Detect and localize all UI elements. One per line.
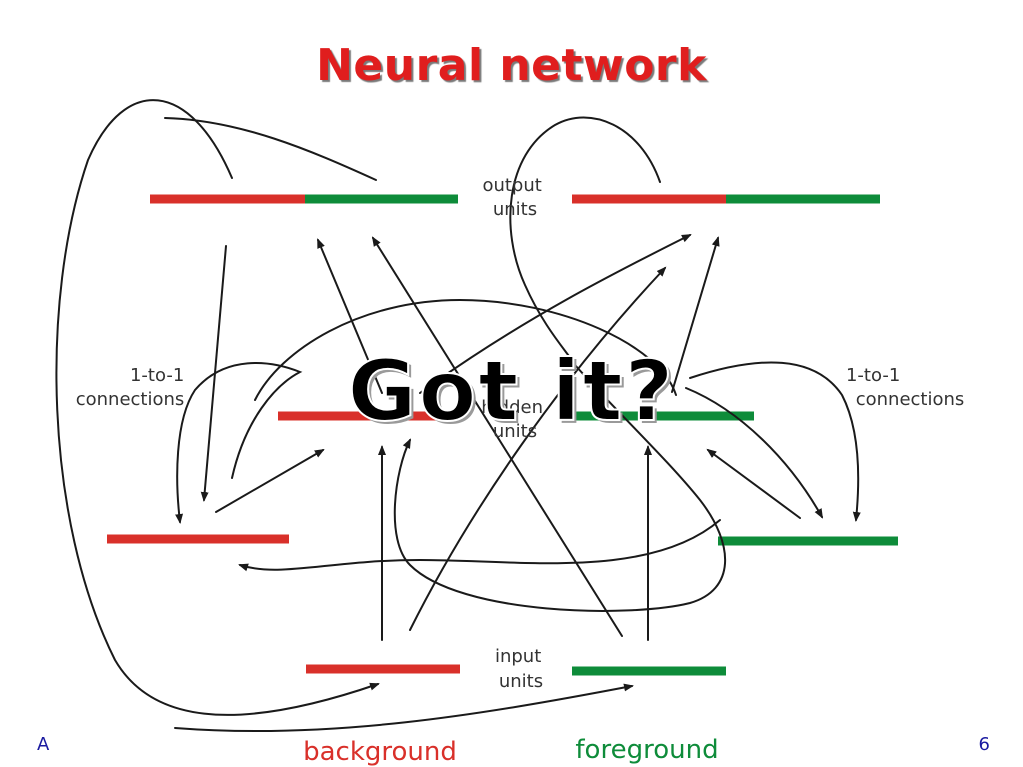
hidden-fg-to-context-left: [238, 519, 721, 572]
hidden-fg-loop-to-context-left: [254, 298, 677, 401]
input-loop-bottom: [174, 683, 634, 733]
footer-left-text: A: [37, 734, 50, 755]
hidden-to-context-right-2: [685, 387, 823, 519]
hidden-bg-to-output-bg: [317, 238, 383, 394]
slide-title: Neural network: [316, 40, 707, 91]
connection-arrows: [55, 99, 861, 733]
output-loop-right-cont: [393, 364, 727, 612]
hidden-to-output-right: [419, 234, 692, 394]
output-loop-left-top: [164, 117, 377, 181]
output-loop-right: [509, 116, 661, 366]
hidden-units-label: hidden units: [481, 397, 548, 442]
context-left-to-hidden: [215, 448, 325, 513]
connections-left-label: 1-to-1 connections: [76, 365, 190, 410]
unit-bars: [107, 194, 898, 676]
connections-right-label: 1-to-1 connections: [846, 365, 964, 410]
legend-foreground: foreground: [575, 735, 718, 765]
output-loop-left: [55, 99, 380, 716]
input-units-label: input units: [495, 646, 547, 692]
output-units-label: output units: [482, 175, 547, 220]
context-right-to-hidden: [706, 448, 801, 519]
hidden-fg-to-output-fg: [671, 236, 720, 393]
hidden-to-context-right: [689, 361, 861, 522]
input-to-output-right: [409, 266, 667, 631]
page-number: 6: [978, 734, 990, 755]
legend-background: background: [303, 737, 457, 767]
got-it-overlay: Got it?: [347, 341, 676, 441]
hidden-to-context-left-loop: [175, 362, 303, 524]
